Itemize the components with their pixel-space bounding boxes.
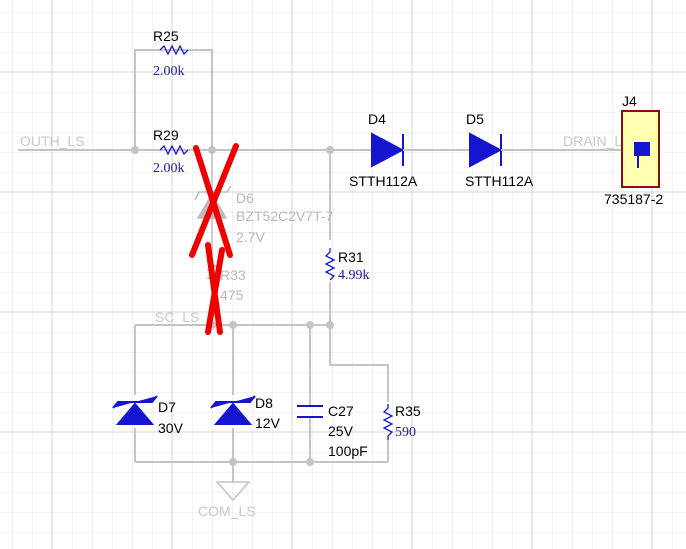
r25-value: 2.00k [153,64,185,79]
resistor-r35[interactable]: R35 590 [382,403,421,440]
c27-value: 100pF [328,443,368,459]
diode-d5[interactable]: D5 STTH112A [445,111,534,189]
diode-triangle-icon [371,132,405,168]
d6-value: 2.7V [236,229,265,245]
zener-diode-icon [115,402,155,425]
d6-ref: D6 [236,190,254,206]
d5-ref: D5 [466,111,484,127]
resistor-zigzag-icon [324,248,336,281]
ground-triangle-icon[interactable] [215,481,251,502]
connector-j4[interactable]: J4 735187-2 [604,93,663,207]
r35-ref: R35 [395,403,421,419]
connector-pin-icon [634,142,650,156]
d5-part: STTH112A [465,173,534,189]
junction-dot [229,458,237,466]
junction-dot [306,458,314,466]
zener-cathode-bar [210,395,256,409]
d8-value: 12V [255,415,281,431]
d8-ref: D8 [255,395,273,411]
r31-ref: R31 [338,249,364,265]
diode-d4[interactable]: D4 STTH112A [330,111,445,189]
c27-voltage: 25V [328,423,354,439]
d7-ref: D7 [158,399,176,415]
zener-d8[interactable]: D8 12V [210,395,281,431]
r31-value: 4.99k [338,268,370,283]
c27-ref: C27 [328,403,354,419]
r35-value: 590 [395,425,416,440]
r29-value: 2.00k [153,161,185,176]
j4-ref: J4 [622,93,637,109]
resistor-r31[interactable]: R31 4.99k [324,248,370,283]
resistor-zigzag-icon [382,404,394,440]
resistor-r25[interactable]: R25 2.00k [153,28,189,79]
net-label-sc[interactable]: SC_LS [155,309,199,325]
d4-ref: D4 [368,111,386,127]
net-label-drain[interactable]: DRAIN_LS [563,133,631,149]
junction-dot [306,321,314,329]
net-label-com[interactable]: COM_LS [198,503,256,519]
wire-r35-top[interactable] [329,325,389,402]
d6-part: BZT52C2V7T-7 [236,208,333,224]
junction-dot [229,321,237,329]
resistor-zigzag-icon [159,44,189,56]
junction-dot [326,321,334,329]
d7-value: 30V [158,420,184,436]
zener-diode-icon [213,402,253,425]
net-label-outh[interactable]: OUTH_LS [20,133,85,149]
zener-cathode-bar [112,395,158,409]
junction-dot [131,146,139,154]
resistor-r29[interactable]: R29 2.00k [153,127,189,176]
diode-triangle-icon [469,132,503,168]
r33-ref: R33 [220,267,246,283]
r33-value: 475 [220,287,244,303]
r25-ref: R25 [153,28,179,44]
j4-part: 735187-2 [604,191,663,207]
wires [18,49,638,482]
red-x-cross-icon [189,143,239,335]
zener-d7[interactable]: D7 30V [112,395,184,436]
r29-ref: R29 [153,127,179,143]
capacitor-c27[interactable]: C27 25V 100pF [297,403,368,459]
junctions [131,146,334,466]
d4-part: STTH112A [349,173,418,189]
resistor-zigzag-icon [159,144,189,156]
